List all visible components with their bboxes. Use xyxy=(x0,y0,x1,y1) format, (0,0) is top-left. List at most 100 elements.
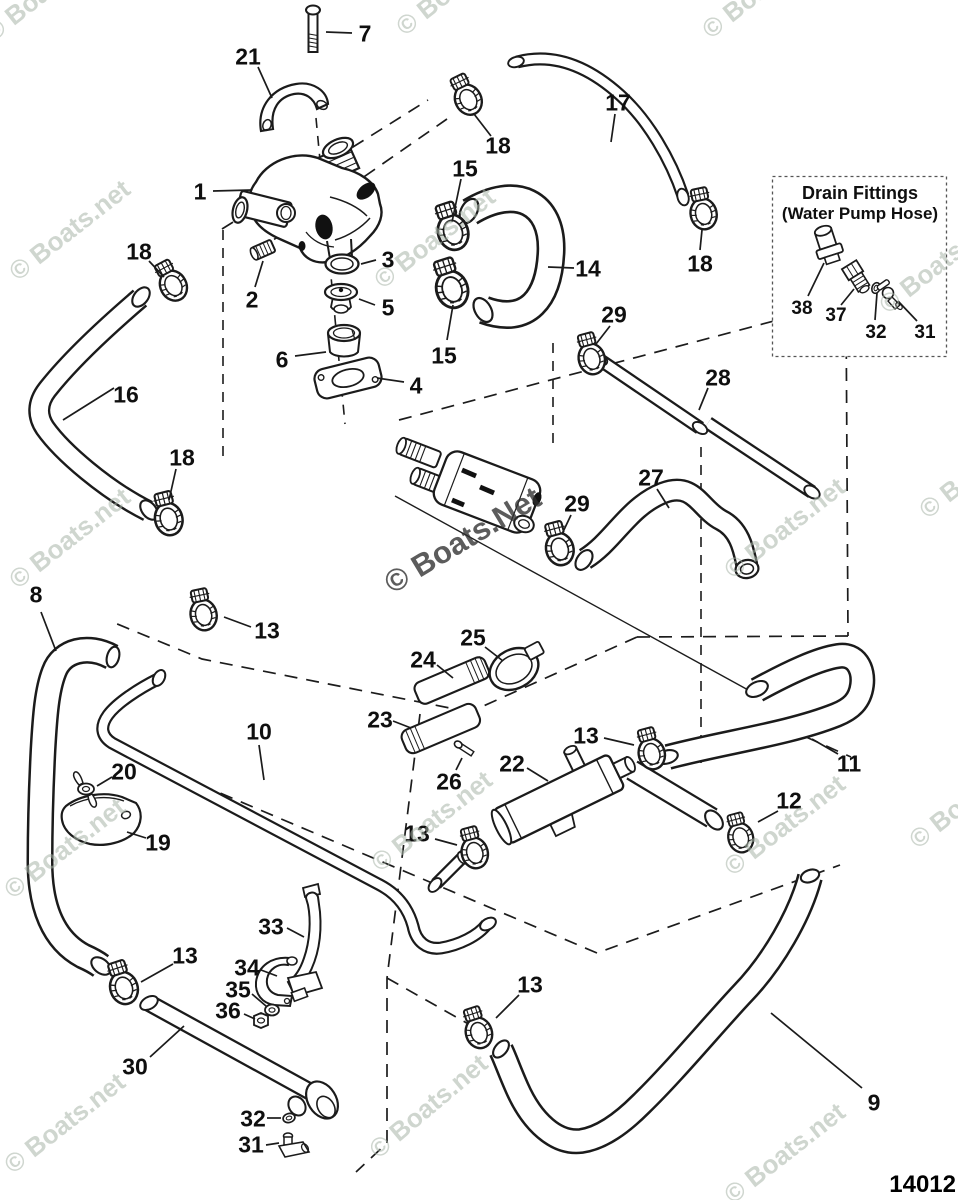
clamp-13-e xyxy=(101,956,144,1009)
drain-plug xyxy=(249,239,276,261)
nut-36 xyxy=(253,1012,269,1029)
part-label-34: 34 xyxy=(234,954,260,980)
part-label-32: 32 xyxy=(240,1105,266,1131)
inset-box-subtitle: (Water Pump Hose) xyxy=(782,204,938,223)
part-label-28: 28 xyxy=(705,364,731,390)
leader-line-26 xyxy=(455,757,463,771)
leader-line-3 xyxy=(360,259,377,265)
watermark-text: © Boats.net xyxy=(718,1096,851,1200)
part-label-10: 10 xyxy=(246,718,272,744)
leader-line-32 xyxy=(874,292,878,321)
part-label-18: 18 xyxy=(687,250,713,276)
part-label-18: 18 xyxy=(169,444,195,470)
leader-line-34 xyxy=(260,969,278,977)
hose-8 xyxy=(26,636,121,977)
washer-32-main xyxy=(282,1112,296,1124)
leader-line-1 xyxy=(212,189,253,192)
hose-11 xyxy=(626,642,876,831)
part-label-26: 26 xyxy=(436,768,462,794)
leader-line-11 xyxy=(811,738,839,755)
leader-line-36 xyxy=(243,1013,256,1020)
part-label-6: 6 xyxy=(276,346,289,372)
leader-line-17 xyxy=(610,113,616,143)
leader-line-18 xyxy=(148,260,165,278)
hose-10 xyxy=(96,669,497,955)
watermark-text: © Boats.net xyxy=(913,411,958,524)
gasket xyxy=(313,356,383,400)
inset-box-title: Drain Fittings xyxy=(802,183,918,203)
leader-line-19 xyxy=(126,831,147,839)
watermark-text: © Boats.net xyxy=(0,0,111,47)
leader-line-18 xyxy=(699,229,703,251)
watermark-text: © Boats.net xyxy=(390,0,523,41)
part-label-13: 13 xyxy=(404,820,430,846)
drain-cock-31-inset xyxy=(876,279,903,311)
leader-line-7 xyxy=(325,31,353,34)
leader-line-18 xyxy=(473,113,492,137)
hose-30 xyxy=(139,994,340,1120)
leader-line-37 xyxy=(840,288,855,306)
part-label-25: 25 xyxy=(460,624,486,650)
leader-line-15 xyxy=(446,304,454,341)
fitting-37 xyxy=(840,258,871,294)
leader-line-35 xyxy=(251,993,267,1007)
leader-line-13 xyxy=(140,963,174,983)
part-label-13: 13 xyxy=(573,722,599,748)
leader-line-18 xyxy=(168,468,177,501)
watermark-text: © Boats.net xyxy=(368,181,501,294)
part-label-36: 36 xyxy=(215,997,241,1023)
leader-line-4 xyxy=(376,377,405,383)
part-label-23: 23 xyxy=(367,706,393,732)
leader-line-28 xyxy=(698,387,709,411)
leader-line-22 xyxy=(526,767,549,782)
leader-line-13 xyxy=(223,616,252,628)
part-label-14: 14 xyxy=(575,255,601,281)
part-label-8: 8 xyxy=(30,581,43,607)
leader-line-6 xyxy=(294,351,327,357)
part-label-35: 35 xyxy=(225,976,251,1002)
part-label-2: 2 xyxy=(246,286,259,312)
leader-line-9 xyxy=(770,1012,863,1089)
part-label-18: 18 xyxy=(126,238,152,264)
clamp-29-b xyxy=(538,517,579,570)
part-label-24: 24 xyxy=(410,646,436,672)
watermark-text: © Boats.net xyxy=(696,0,829,44)
part-label-33: 33 xyxy=(258,913,284,939)
part-label-32: 32 xyxy=(865,322,886,343)
clamp-18-d xyxy=(684,184,721,233)
part-label-15: 15 xyxy=(452,155,478,181)
leader-line-30 xyxy=(149,1025,185,1058)
leader-line-5 xyxy=(358,298,376,306)
hose-16 xyxy=(28,286,159,521)
leader-line-8 xyxy=(40,611,57,652)
watermark-text: © Boats.net xyxy=(3,481,136,594)
part-label-27: 27 xyxy=(638,464,664,490)
shield-plates xyxy=(400,640,545,757)
leader-line-13 xyxy=(495,994,520,1019)
small-hardware xyxy=(60,771,324,1158)
water-distribution-fitting xyxy=(395,436,542,534)
leader-line-12 xyxy=(757,810,779,823)
leader-line-29 xyxy=(595,325,611,345)
part-label-29: 29 xyxy=(601,301,627,327)
thermostat-sleeve xyxy=(326,323,362,358)
watermark-text: © Boats.net xyxy=(903,741,958,854)
part-label-9: 9 xyxy=(868,1089,881,1115)
clamp-34 xyxy=(254,956,298,1008)
fitting-38 xyxy=(813,224,844,266)
part-label-1: 1 xyxy=(194,178,207,204)
part-label-15: 15 xyxy=(431,342,457,368)
drain-fittings-box: Drain Fittings (Water Pump Hose) xyxy=(771,175,948,358)
clamp-29-a xyxy=(571,329,610,379)
washer-35 xyxy=(264,1003,280,1017)
leader-line-10 xyxy=(258,744,265,781)
part-label-21: 21 xyxy=(235,43,261,69)
part-label-12: 12 xyxy=(776,787,802,813)
hose-17 xyxy=(507,52,690,207)
part-label-3: 3 xyxy=(382,246,395,272)
clamp-18-c xyxy=(444,69,488,121)
leader-line-16 xyxy=(62,387,115,421)
leader-line-38 xyxy=(807,262,825,297)
part-label-19: 19 xyxy=(145,829,171,855)
